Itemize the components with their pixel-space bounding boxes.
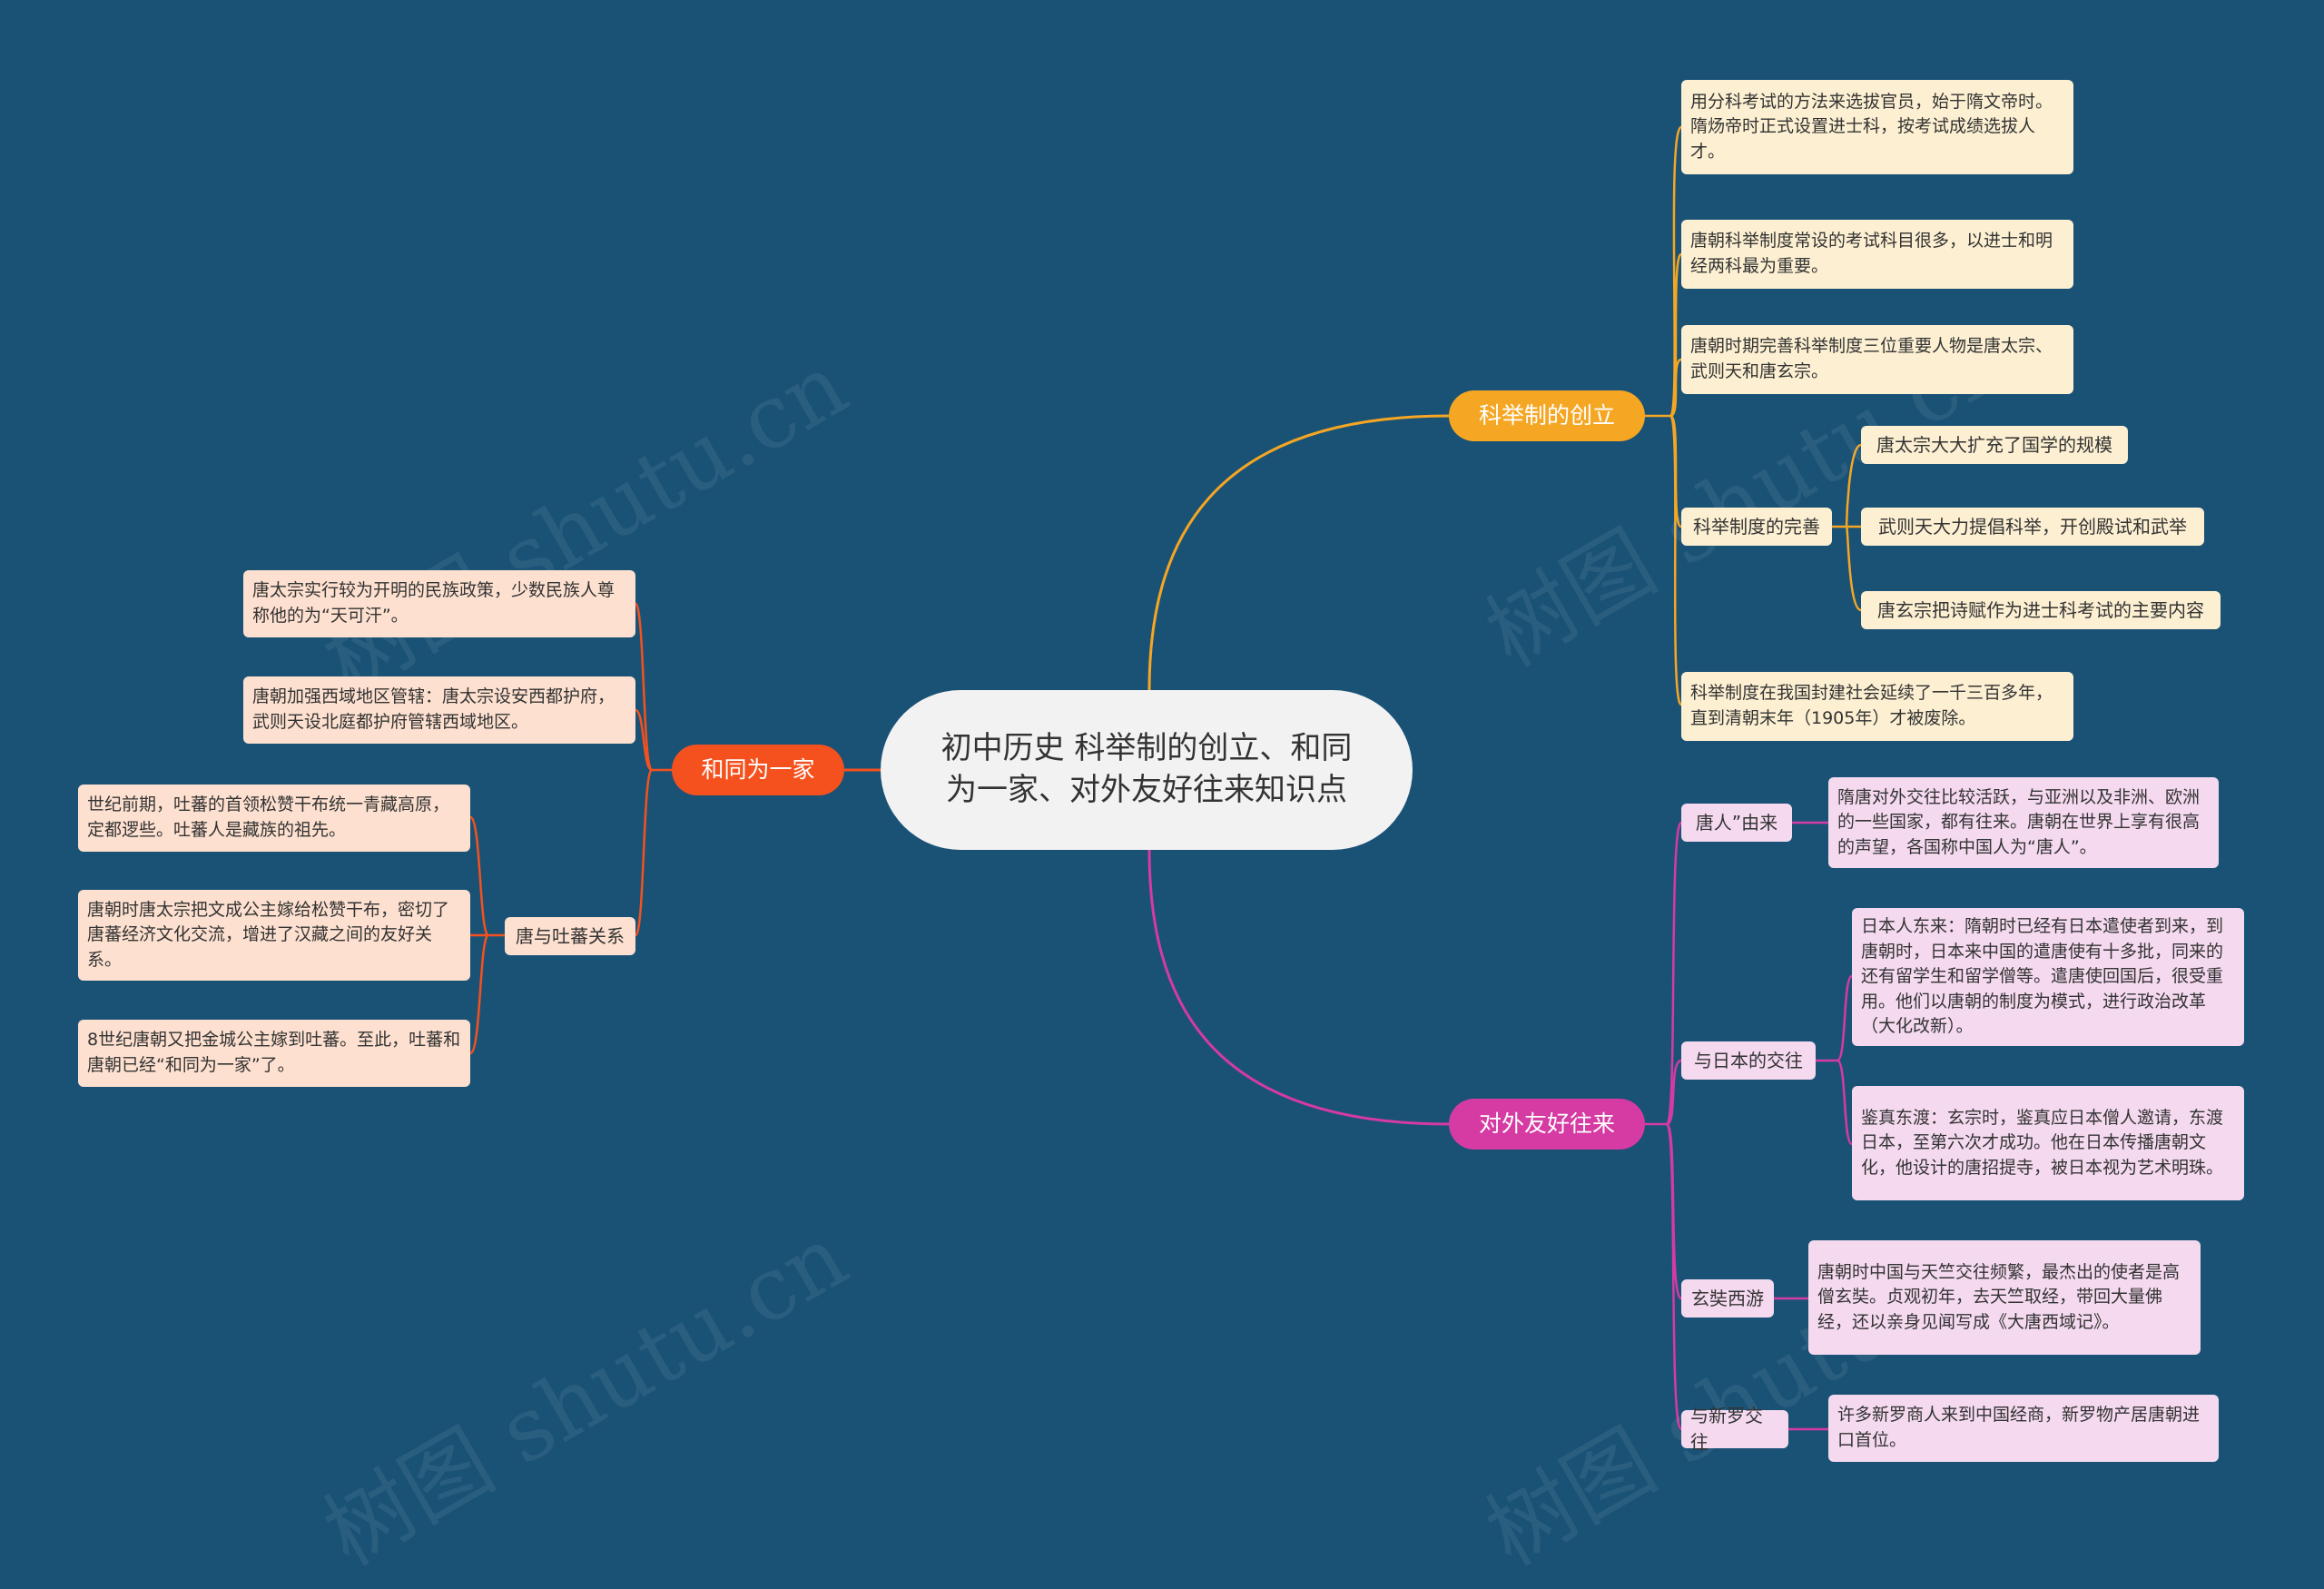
hetong-item-1[interactable]: 唐太宗实行较为开明的民族政策，少数民族人尊称他的为“天可汗”。 (243, 570, 635, 637)
wanshan-item-1-text: 唐太宗大大扩充了国学的规模 (1876, 433, 2112, 456)
duiwai-xinluo-label: 与新罗交往 (1690, 1405, 1763, 1453)
keju-item-4[interactable]: 科举制度在我国封建社会延续了一千三百多年，直到清朝末年（1905年）才被废除。 (1681, 672, 2073, 741)
tubo-item-3[interactable]: 8世纪唐朝又把金城公主嫁到吐蕃。至此，吐蕃和唐朝已经“和同为一家”了。 (78, 1020, 470, 1087)
link-root-duiwai (1147, 849, 1450, 1126)
hetong-item-2[interactable]: 唐朝加强西域地区管辖：唐太宗设安西都护府，武则天设北庭都护府管辖西域地区。 (243, 676, 635, 744)
keju-item-1-text: 用分科考试的方法来选拔官员，始于隋文帝时。隋炀帝时正式设置进士科，按考试成绩选拔… (1690, 91, 2053, 162)
tubo-item-2[interactable]: 唐朝时唐太宗把文成公主嫁给松赞干布，密切了唐蕃经济文化交流，增进了汉藏之间的友好… (78, 890, 470, 981)
xuanzang-text-content: 唐朝时中国与天竺交往频繁，最杰出的使者是高僧玄奘。贞观初年，去天竺取经，带回大量… (1817, 1261, 2181, 1332)
hetong-item-1-text: 唐太宗实行较为开明的民族政策，少数民族人尊称他的为“天可汗”。 (252, 580, 615, 626)
wanshan-item-2-text: 武则天大力提倡科举，开创殿试和武举 (1878, 515, 2187, 538)
keju-item-4-text: 科举制度在我国封建社会延续了一千三百多年，直到清朝末年（1905年）才被废除。 (1690, 683, 2053, 728)
keju-item-3[interactable]: 唐朝时期完善科举制度三位重要人物是唐太宗、武则天和唐玄宗。 (1681, 325, 2073, 394)
tubo-item-1[interactable]: 世纪前期，吐蕃的首领松赞干布统一青藏高原，定都逻些。吐蕃人是藏族的祖先。 (78, 785, 470, 852)
wanshan-item-1[interactable]: 唐太宗大大扩充了国学的规模 (1861, 426, 2128, 464)
link-root-keju (1147, 414, 1450, 691)
wanshan-item-3[interactable]: 唐玄宗把诗赋作为进士科考试的主要内容 (1861, 591, 2221, 629)
riben-item-2-text: 鉴真东渡：玄宗时，鉴真应日本僧人邀请，东渡日本，至第六次才成功。他在日本传播唐朝… (1861, 1107, 2224, 1178)
duiwai-riben[interactable]: 与日本的交往 (1681, 1041, 1816, 1080)
duiwai-xinluo[interactable]: 与新罗交往 (1681, 1405, 1788, 1453)
keju-item-2[interactable]: 唐朝科举制度常设的考试科目很多，以进士和明经两科最为重要。 (1681, 220, 2073, 289)
tangren-text[interactable]: 隋唐对外交往比较活跃，与亚洲以及非洲、欧洲的一些国家，都有往来。唐朝在世界上享有… (1828, 777, 2219, 868)
root-title: 初中历史 科举制的创立、和同为一家、对外友好往来知识点 (940, 730, 1353, 808)
connector-lines (468, 125, 1862, 1431)
wanshan-item-2[interactable]: 武则天大力提倡科举，开创殿试和武举 (1861, 508, 2204, 546)
keju-item-1[interactable]: 用分科考试的方法来选拔官员，始于隋文帝时。隋炀帝时正式设置进士科，按考试成绩选拔… (1681, 80, 2073, 174)
keju-item-2-text: 唐朝科举制度常设的考试科目很多，以进士和明经两科最为重要。 (1690, 231, 2053, 276)
branch-keju[interactable]: 科举制的创立 (1449, 390, 1645, 441)
duiwai-riben-label: 与日本的交往 (1694, 1049, 1803, 1071)
riben-item-1-text: 日本人东来：隋朝时已经有日本遣使者到来，到唐朝时，日本来中国的遣唐使有十多批，同… (1861, 916, 2224, 1037)
branch-hetong[interactable]: 和同为一家 (672, 745, 844, 795)
root-topic[interactable]: 初中历史 科举制的创立、和同为一家、对外友好往来知识点 (881, 690, 1413, 850)
branch-hetong-label: 和同为一家 (701, 755, 815, 783)
keju-item-3-text: 唐朝时期完善科举制度三位重要人物是唐太宗、武则天和唐玄宗。 (1690, 336, 2053, 381)
hetong-tubo[interactable]: 唐与吐蕃关系 (505, 917, 635, 955)
riben-item-1[interactable]: 日本人东来：隋朝时已经有日本遣使者到来，到唐朝时，日本来中国的遣唐使有十多批，同… (1852, 908, 2244, 1046)
keju-wanshan-label: 科举制度的完善 (1693, 515, 1820, 538)
keju-wanshan[interactable]: 科举制度的完善 (1681, 508, 1832, 546)
riben-item-2[interactable]: 鉴真东渡：玄宗时，鉴真应日本僧人邀请，东渡日本，至第六次才成功。他在日本传播唐朝… (1852, 1086, 2244, 1200)
branch-duiwai-label: 对外友好往来 (1478, 1110, 1615, 1137)
duiwai-tangren-label: 唐人”由来 (1695, 811, 1778, 834)
xinluo-text-content: 许多新罗商人来到中国经商，新罗物产居唐朝进口首位。 (1837, 1405, 2201, 1450)
branch-duiwai[interactable]: 对外友好往来 (1449, 1099, 1645, 1150)
hetong-item-2-text: 唐朝加强西域地区管辖：唐太宗设安西都护府，武则天设北庭都护府管辖西域地区。 (252, 686, 615, 732)
mindmap-canvas: 树图 shutu.cn 树图 shutu.cn 树图 shutu.cn 树图 s… (78, 80, 2244, 1585)
duiwai-tangren[interactable]: 唐人”由来 (1681, 804, 1792, 842)
tubo-item-2-text: 唐朝时唐太宗把文成公主嫁给松赞干布，密切了唐蕃经济文化交流，增进了汉藏之间的友好… (87, 899, 450, 970)
tubo-item-1-text: 世纪前期，吐蕃的首领松赞干布统一青藏高原，定都逻些。吐蕃人是藏族的祖先。 (87, 794, 450, 840)
wanshan-item-3-text: 唐玄宗把诗赋作为进士科考试的主要内容 (1877, 598, 2204, 621)
duiwai-xuanzang[interactable]: 玄奘西游 (1681, 1279, 1774, 1318)
branch-keju-label: 科举制的创立 (1478, 401, 1615, 429)
xinluo-text[interactable]: 许多新罗商人来到中国经商，新罗物产居唐朝进口首位。 (1828, 1395, 2219, 1462)
tangren-text-content: 隋唐对外交往比较活跃，与亚洲以及非洲、欧洲的一些国家，都有往来。唐朝在世界上享有… (1837, 786, 2201, 857)
hetong-tubo-label: 唐与吐蕃关系 (516, 924, 625, 947)
duiwai-xuanzang-label: 玄奘西游 (1691, 1287, 1764, 1309)
tubo-item-3-text: 8世纪唐朝又把金城公主嫁到吐蕃。至此，吐蕃和唐朝已经“和同为一家”了。 (87, 1030, 461, 1075)
xuanzang-text[interactable]: 唐朝时中国与天竺交往频繁，最杰出的使者是高僧玄奘。贞观初年，去天竺取经，带回大量… (1808, 1240, 2201, 1355)
